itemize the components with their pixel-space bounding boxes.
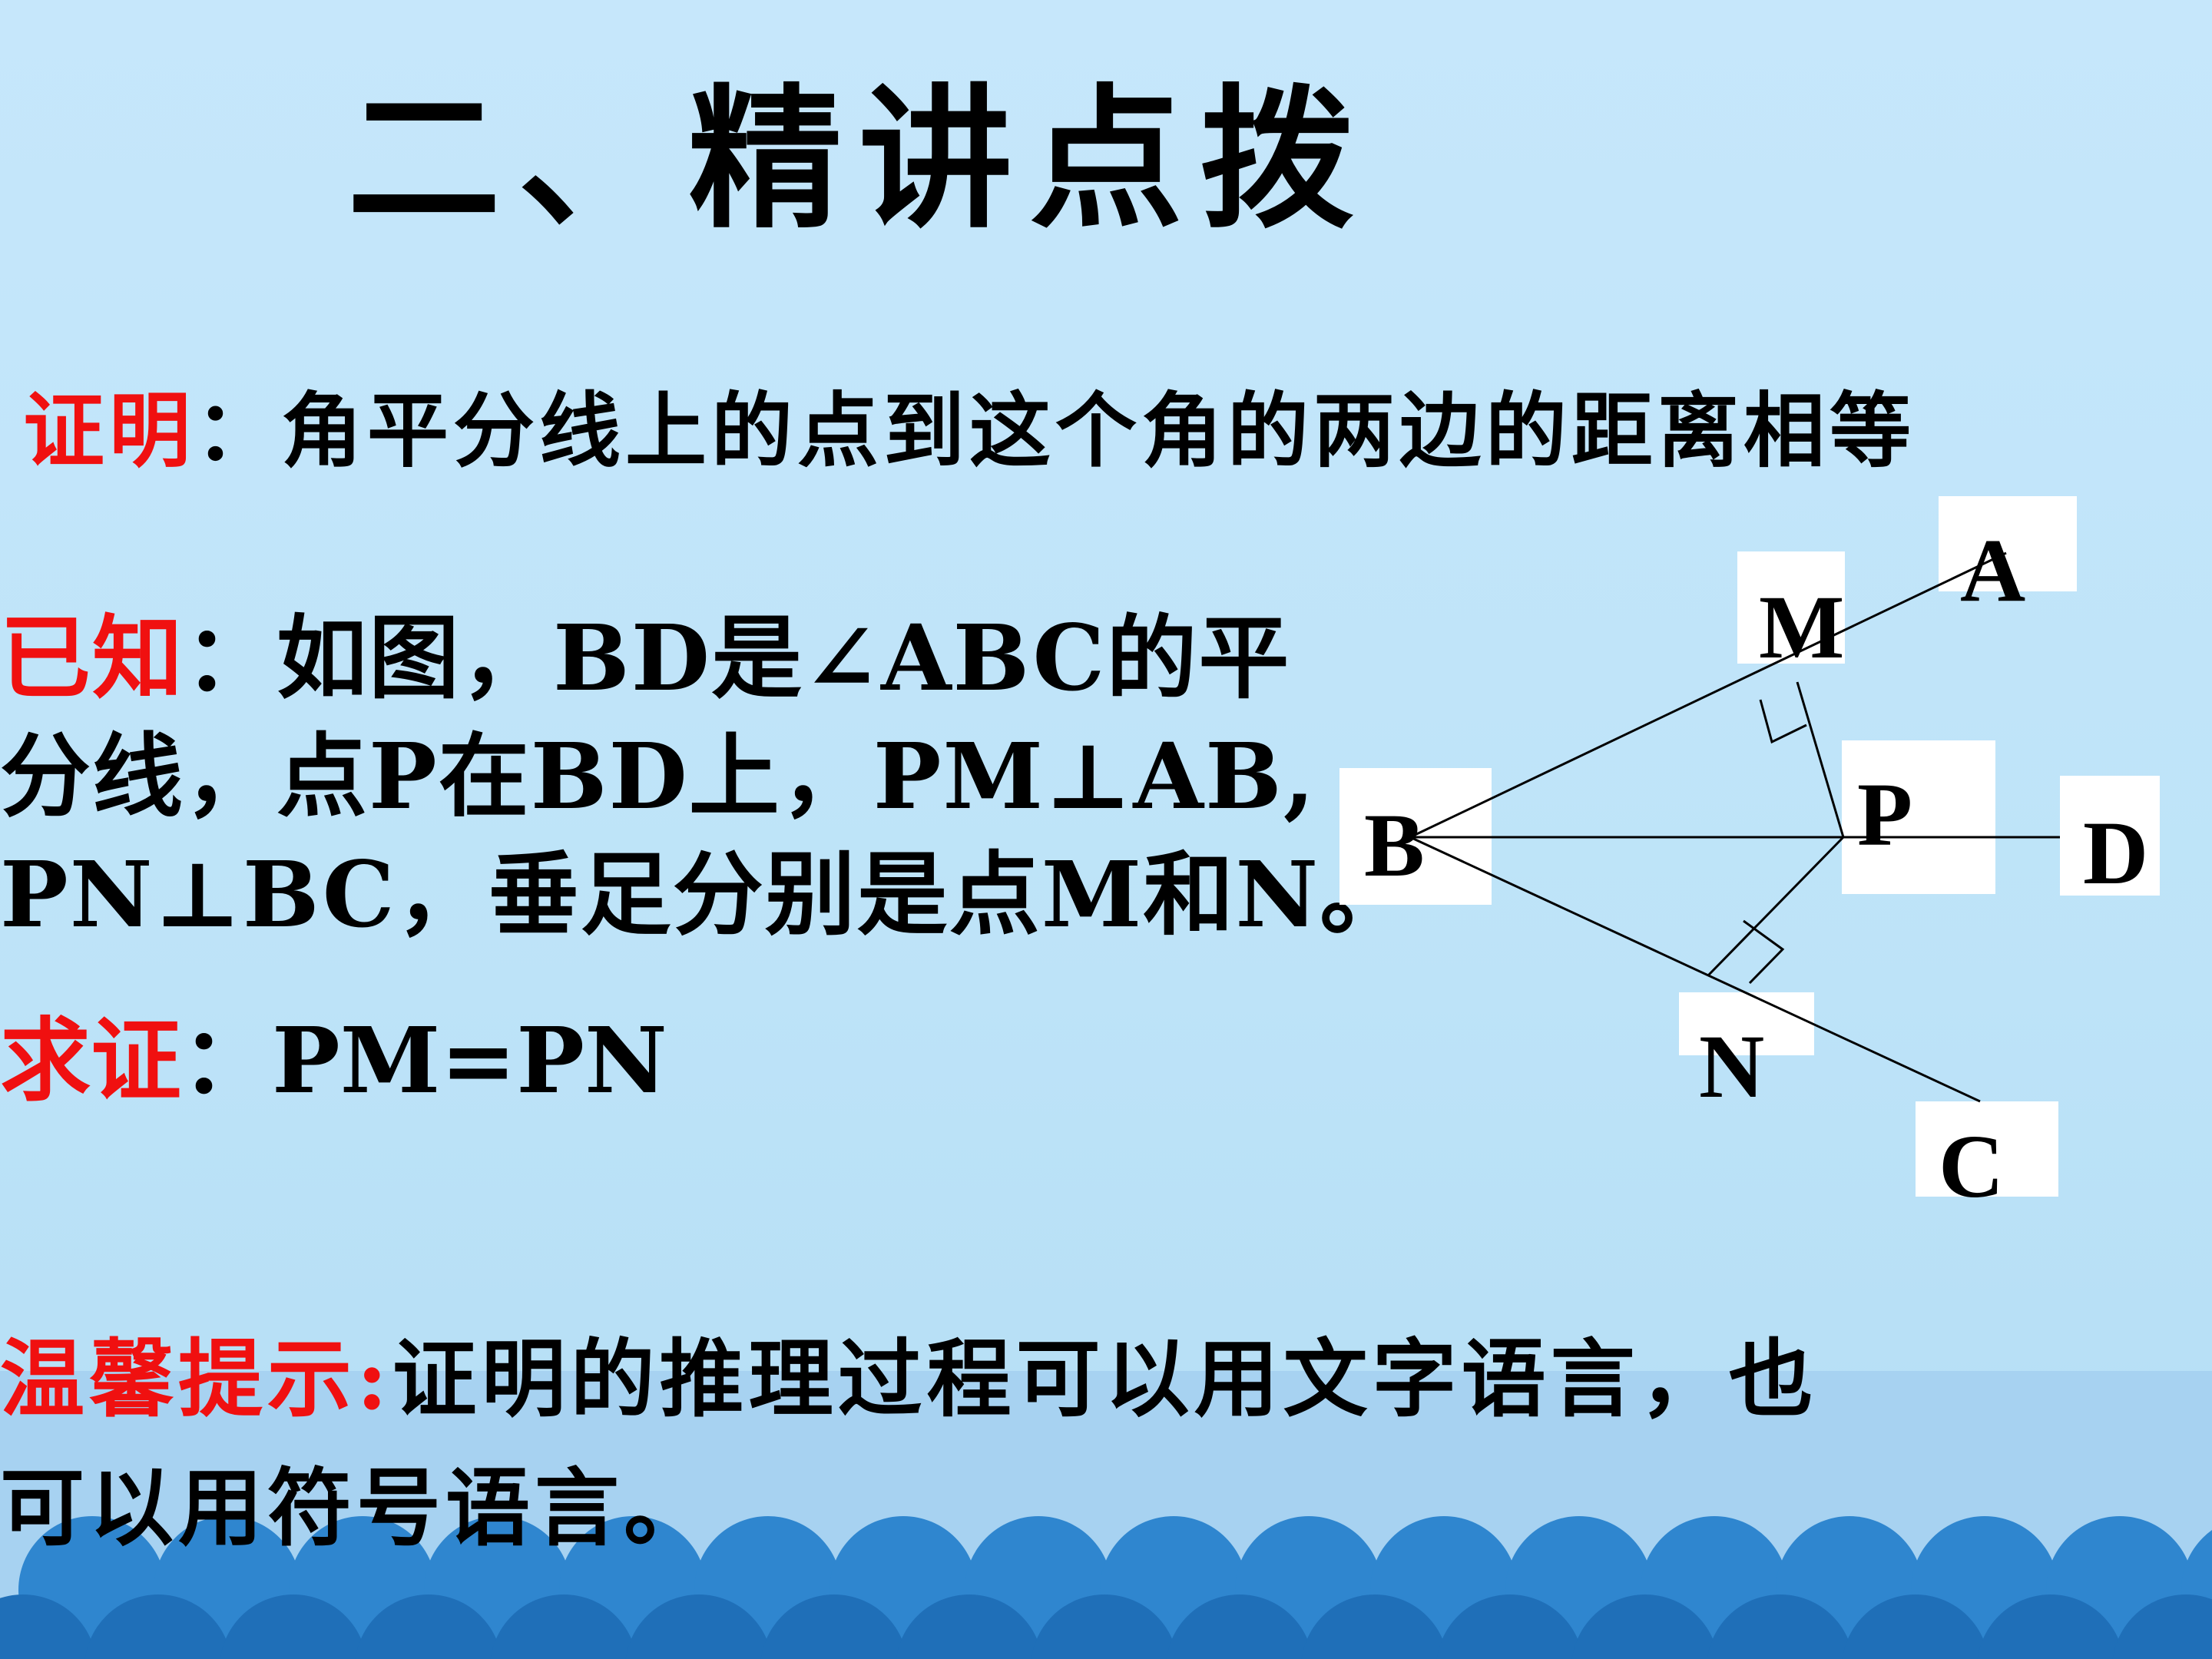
prove-text: PM=PN (272, 1007, 667, 1114)
given-label: 已知 (0, 604, 185, 711)
wave-scallop (1977, 1594, 2124, 1659)
wave-scallop (760, 1594, 908, 1659)
label-box-p (1842, 740, 1995, 894)
point-label-c: C (1939, 1116, 2004, 1217)
tip-text-1: 证明的推理过程可以用文字语言，也 (392, 1330, 1818, 1429)
given-colon: ： (184, 604, 277, 711)
wave-scallop (1301, 1594, 1449, 1659)
point-label-p: P (1857, 764, 1912, 865)
ray-ba (1409, 551, 2007, 839)
prove-row: 求证：PM=PN (0, 1015, 667, 1106)
right-angle-m (1759, 699, 1807, 744)
segment-pm (1796, 681, 1845, 838)
point-label-b: B (1364, 795, 1425, 896)
statement-label: 证明 (23, 382, 195, 478)
wave-scallop (896, 1594, 1043, 1659)
wave-scallop (84, 1594, 232, 1659)
wave-scallop (1031, 1594, 1178, 1659)
given-block: 已知：如图，BD是∠ABC的平 分线，点P在BD上，PM⊥AB, PN⊥BC，垂… (0, 599, 1412, 954)
tip-line-2: 可以用符号语言。 (0, 1459, 713, 1558)
given-text-1: 如图，BD是∠ABC的平 (276, 604, 1291, 711)
wave-scallop (490, 1594, 637, 1659)
segment-pn (1707, 836, 1845, 977)
wave-scallop (1707, 1594, 1854, 1659)
given-line-2: 分线，点P在BD上，PM⊥AB, (0, 723, 1316, 830)
prove-label: 求证 (0, 1007, 182, 1114)
label-box-c (1916, 1101, 2058, 1197)
wave-scallop (1842, 1594, 1989, 1659)
point-label-a: A (1960, 520, 2025, 621)
prove-colon: ： (181, 1007, 273, 1114)
wave-scallop (2112, 1594, 2212, 1659)
label-box-n (1679, 992, 1814, 1055)
label-box-a (1939, 496, 2077, 591)
tip-block: 温馨提示:证明的推理过程可以用文字语言，也 可以用符号语言。 (0, 1315, 1818, 1573)
label-box-d (2060, 776, 2160, 896)
point-label-n: N (1699, 1016, 1764, 1117)
tip-label: 温馨提示: (0, 1330, 392, 1429)
wave-scallop (625, 1594, 773, 1659)
wave-scallop (0, 1594, 97, 1659)
wave-scallop (1436, 1594, 1584, 1659)
wave-scallop (1166, 1594, 1313, 1659)
statement-colon: ： (195, 382, 281, 478)
right-angle-n (1743, 919, 1785, 985)
given-line-3: PN⊥BC，垂足分别是点M和N。 (0, 841, 1412, 948)
point-label-m: M (1759, 577, 1844, 677)
point-label-d: D (2083, 803, 2148, 903)
ray-bc (1409, 836, 1981, 1103)
wave-scallop (220, 1594, 367, 1659)
wave-scallop (1571, 1594, 1719, 1659)
given-line-1: 已知：如图，BD是∠ABC的平 (0, 599, 1412, 717)
label-box-m (1737, 551, 1845, 664)
wave-scallop (355, 1594, 502, 1659)
statement-text: 角平分线上的点到这个角的两边的距离相等 (281, 382, 1916, 478)
tip-line-1: 温馨提示:证明的推理过程可以用文字语言，也 (0, 1315, 1818, 1444)
page-title: 二、精讲点拨 (347, 69, 1371, 250)
statement-row: 证明：角平分线上的点到这个角的两边的距离相等 (23, 390, 1916, 472)
